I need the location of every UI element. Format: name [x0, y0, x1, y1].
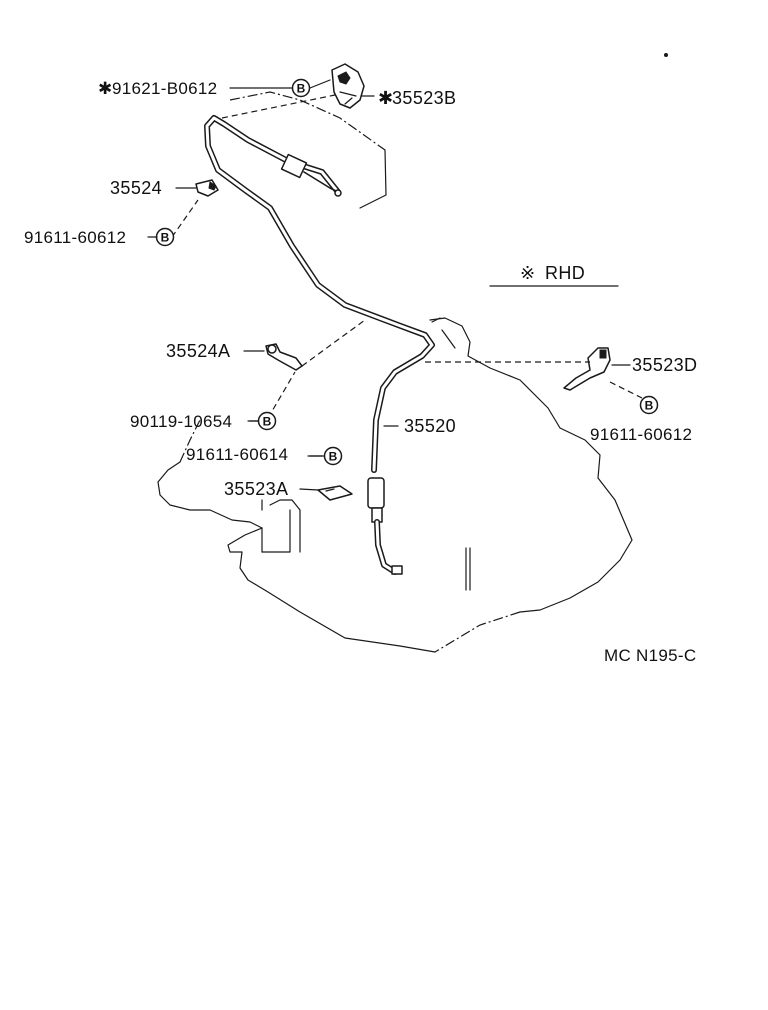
bolt-badge-91611-60614: B	[323, 446, 343, 466]
part-labels: ✱ 91621-B0612 ✱ 35523B 35524 91611-60612…	[24, 79, 697, 665]
bolt-badge-91611-right: B	[639, 395, 659, 415]
cable-end-fitting-top	[280, 153, 308, 179]
svg-text:B: B	[329, 450, 338, 464]
label-91621-b0612: 91621-B0612	[112, 79, 217, 98]
figure-code: MC N195-C	[604, 646, 696, 665]
label-91611-60612-left: 91611-60612	[24, 228, 126, 247]
label-35523d: 35523D	[632, 355, 697, 375]
clamp-35523b	[331, 63, 365, 109]
shift-lever-outline	[221, 91, 387, 209]
control-cable-35520	[204, 115, 435, 575]
badge-leader-tails	[147, 236, 325, 457]
label-90119-10654: 90119-10654	[130, 412, 232, 431]
svg-text:B: B	[263, 415, 272, 429]
bolt-badge-91621: B	[291, 78, 311, 98]
bolt-badges: B B B B B	[155, 78, 659, 466]
svg-text:B: B	[297, 82, 306, 96]
label-35524: 35524	[110, 178, 162, 198]
bolt-badge-91611-left: B	[155, 227, 175, 247]
label-35524a: 35524A	[166, 341, 230, 361]
svg-text:B: B	[645, 399, 654, 413]
label-asterisk-35523b: ✱	[378, 88, 393, 108]
label-35520: 35520	[404, 416, 456, 436]
bracket-35523d	[563, 347, 611, 391]
transmission-housing	[157, 317, 633, 653]
grommet-35524	[195, 179, 219, 197]
svg-text:B: B	[161, 231, 170, 245]
label-rhd: RHD	[545, 263, 585, 283]
cable-end-eye-bottom	[391, 565, 403, 575]
retainer-35523a	[317, 485, 353, 501]
bracket-35524a	[265, 343, 303, 371]
label-rhd-mark: ※	[520, 263, 535, 283]
label-91611-60612-right: 91611-60612	[590, 425, 692, 444]
label-35523a: 35523A	[224, 479, 288, 499]
scan-speck	[664, 53, 668, 57]
bolt-badge-90119: B	[257, 411, 277, 431]
cable-end-eye-top	[334, 189, 342, 197]
cable-adjuster-sleeve	[367, 477, 385, 509]
label-91611-60614: 91611-60614	[186, 445, 288, 464]
label-asterisk-91621: ✱	[98, 79, 113, 98]
label-35523b: 35523B	[392, 88, 456, 108]
